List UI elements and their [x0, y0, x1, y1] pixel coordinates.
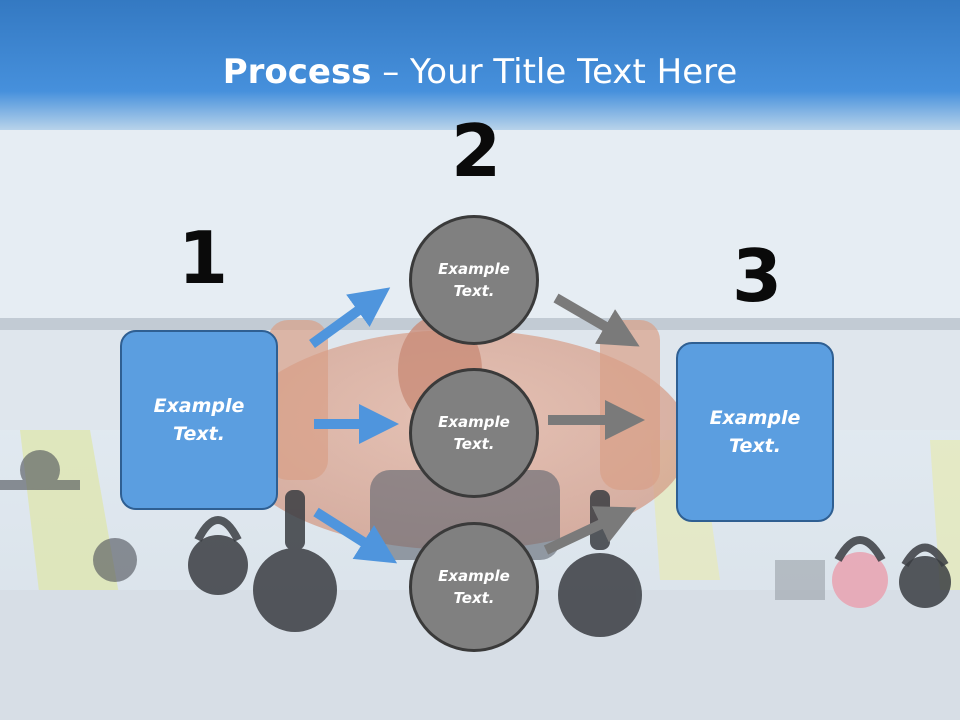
step-number-3: 3	[732, 234, 783, 318]
arrow-2a-to-3	[553, 293, 640, 347]
step-2-circle-middle-label: Example Text.	[438, 412, 510, 454]
title-bold-part: Process	[222, 52, 372, 92]
step-2-circle-top-label: Example Text.	[438, 259, 510, 301]
arrow-1-to-2a	[309, 287, 391, 349]
arrow-2c-to-3	[543, 506, 637, 555]
step-1-box: Example Text.	[120, 330, 278, 510]
step-2-circle-top: Example Text.	[409, 215, 539, 345]
step-number-1: 1	[178, 216, 229, 300]
arrow-1-to-2c	[313, 507, 398, 564]
step-1-label: Example Text.	[153, 394, 245, 446]
title-band	[0, 0, 960, 130]
step-number-2: 2	[451, 109, 502, 193]
step-2-circle-middle: Example Text.	[409, 368, 539, 498]
slide-title: Process – Your Title Text Here	[0, 52, 960, 92]
gray-arrows	[543, 293, 645, 555]
step-3-label: Example Text.	[709, 406, 801, 458]
title-rest-part: – Your Title Text Here	[371, 52, 738, 92]
step-2-circle-bottom-label: Example Text.	[438, 566, 510, 608]
step-3-box: Example Text.	[676, 342, 834, 522]
blue-arrows	[309, 287, 399, 564]
step-2-circle-bottom: Example Text.	[409, 522, 539, 652]
